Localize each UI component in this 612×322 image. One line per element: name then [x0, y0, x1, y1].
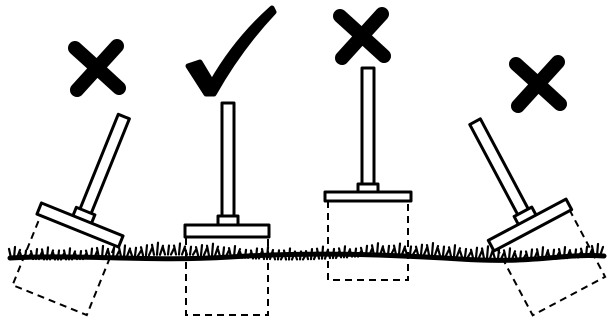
stake-4-post [468, 117, 531, 218]
grass-tufts [7, 241, 605, 261]
ground-line [7, 241, 607, 263]
stake-1-tilted-left [11, 39, 131, 317]
grass-blades [7, 241, 605, 261]
stake-3-plate [323, 190, 413, 203]
stake-1-body [11, 112, 131, 317]
stake-1-plate [35, 201, 125, 249]
stake-2-post [220, 101, 236, 220]
stake-3-vertical-raised [323, 7, 413, 281]
stake-3-post [360, 66, 376, 188]
stake-2-buried-outline [185, 236, 269, 316]
stake-2-plate [183, 223, 271, 239]
stake-4-body [468, 117, 607, 317]
check-icon [185, 5, 277, 97]
stake-4-tilted-right [468, 55, 607, 317]
stake-4-plate [486, 197, 574, 253]
stake-1-post [77, 112, 131, 217]
cross-icon [509, 55, 567, 113]
stake-2-vertical-flush [183, 5, 277, 316]
cross-icon [333, 7, 391, 65]
stake-3-buried-outline [327, 199, 409, 281]
cross-icon [68, 39, 126, 97]
